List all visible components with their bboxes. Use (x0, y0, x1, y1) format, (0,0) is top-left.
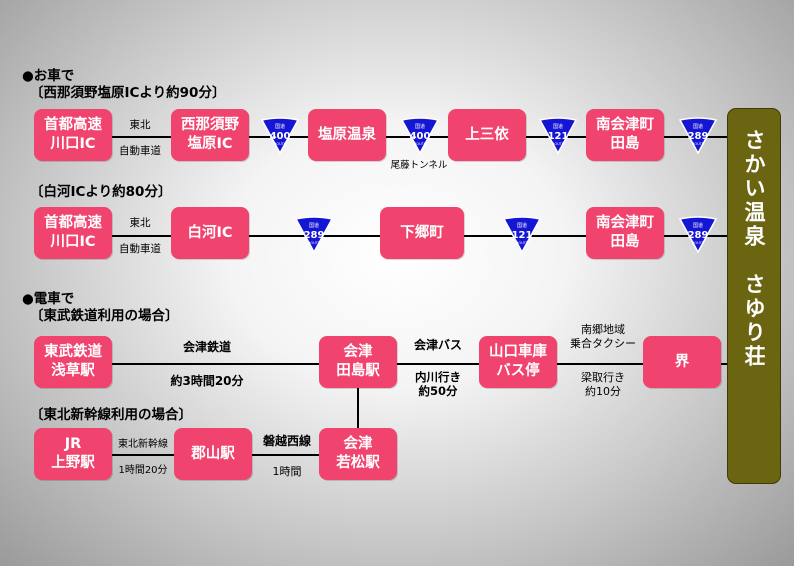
box-kawaguchi-ic-1: 首都高速 川口IC (34, 109, 112, 161)
bus-label-bottom: 内川行き 約50分 (415, 370, 461, 398)
road-label-top: 東北 (129, 217, 151, 229)
connector-line (70, 363, 740, 365)
svg-text:ROUTE: ROUTE (516, 241, 528, 245)
box-kamimiyori: 上三依 (448, 109, 526, 161)
box-jr-ueno: JR 上野駅 (34, 428, 112, 480)
tunnel-label: 尾藤トンネル (390, 160, 448, 171)
road-label-bottom: 自動車道 (119, 145, 161, 157)
connector-line (357, 363, 359, 455)
box-nishinasuno-ic: 西那須野 塩原IC (171, 109, 249, 161)
box-shimogo: 下郷町 (380, 207, 464, 259)
svg-text:ROUTE: ROUTE (692, 142, 704, 146)
svg-text:国道: 国道 (517, 222, 527, 229)
svg-text:ROUTE: ROUTE (414, 142, 426, 146)
shield-number: 121 (548, 131, 569, 142)
svg-text:国道: 国道 (693, 123, 703, 130)
road-label-bottom: 自動車道 (119, 243, 161, 255)
box-aizu-tajima-station: 会津 田島駅 (319, 336, 397, 388)
shield-number: 121 (512, 230, 533, 241)
box-koriyama: 郡山駅 (174, 428, 252, 480)
route2-header: 〔白河ICより約80分〕 (30, 184, 172, 200)
shinkansen-label-bottom: 1時間20分 (118, 465, 168, 476)
banetsu-label-bottom: 1時間 (272, 465, 302, 478)
svg-text:国道: 国道 (309, 222, 319, 229)
box-sakai: 界 (643, 336, 721, 388)
connector-line (70, 136, 740, 138)
svg-text:国道: 国道 (415, 123, 425, 130)
box-kawaguchi-ic-2: 首都高速 川口IC (34, 207, 112, 259)
destination-banner: さかい温泉 さゆり荘 (727, 108, 781, 484)
svg-text:国道: 国道 (693, 222, 703, 229)
taxi-label-top: 南郷地域 乗合タクシー (570, 323, 636, 350)
shield-number: 289 (688, 230, 709, 241)
svg-text:ROUTE: ROUTE (692, 241, 704, 245)
shield-number: 400 (270, 131, 291, 142)
box-shiobara-onsen: 塩原温泉 (308, 109, 386, 161)
train-section-header: ●電車で (22, 291, 75, 307)
tobu-header: 〔東武鉄道利用の場合〕 (30, 308, 179, 324)
shield-number: 289 (688, 131, 709, 142)
box-tobu-asakusa: 東武鉄道 浅草駅 (34, 336, 112, 388)
rail-label-bottom: 約3時間20分 (170, 374, 244, 388)
route1-header: 〔西那須野塩原ICより約90分〕 (30, 85, 226, 101)
shinkansen-label-top: 東北新幹線 (118, 439, 168, 450)
shield-number: 400 (410, 131, 431, 142)
svg-text:国道: 国道 (275, 123, 285, 130)
box-yamaguchi-busstop: 山口車庫 バス停 (479, 336, 557, 388)
box-shirakawa-ic: 白河IC (171, 207, 249, 259)
taxi-label-bottom: 梁取行き 約10分 (581, 371, 625, 398)
banetsu-label-top: 磐越西線 (262, 434, 312, 448)
svg-text:国道: 国道 (553, 123, 563, 130)
bus-label-top: 会津バス (413, 338, 463, 352)
svg-text:ROUTE: ROUTE (308, 241, 320, 245)
shield-number: 289 (304, 230, 325, 241)
box-aizu-wakamatsu: 会津 若松駅 (319, 428, 397, 480)
svg-text:ROUTE: ROUTE (274, 142, 286, 146)
svg-text:ROUTE: ROUTE (552, 142, 564, 146)
shinkansen-header: 〔東北新幹線利用の場合〕 (30, 407, 192, 423)
road-label-top: 東北 (129, 119, 151, 131)
rail-label-top: 会津鉄道 (182, 340, 232, 354)
destination-label: さかい温泉 さゆり荘 (742, 129, 766, 369)
box-minamiaizu-tajima-2: 南会津町 田島 (586, 207, 664, 259)
car-section-header: ●お車で (22, 68, 75, 84)
box-minamiaizu-tajima-1: 南会津町 田島 (586, 109, 664, 161)
